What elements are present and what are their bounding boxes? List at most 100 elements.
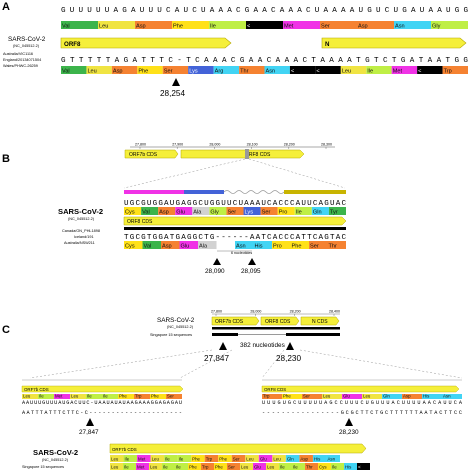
panel-c-ref-label: SARS-CoV-2 <box>157 317 195 324</box>
panel-c-zoom-left-aa-residue: Ser <box>167 393 174 398</box>
panel-c-zoom-right-aa-residue: Asn <box>443 393 451 398</box>
panel-a-ref-aa-residue: Ser <box>321 23 330 29</box>
panel-c-zoom-right-marker <box>345 418 353 426</box>
panel-a-var-aa-cell <box>61 66 87 74</box>
panel-a-var-aa-cell <box>315 66 341 74</box>
panel-c-zoom-left-marker <box>86 418 94 426</box>
panel-c-zoom-left-aa-residue: Trp <box>135 393 142 398</box>
panel-c-bottom-var-aa-cell <box>344 463 357 470</box>
panel-c-orf7b-arrow <box>211 316 260 326</box>
panel-b-coord-right: 28,095 <box>241 268 261 275</box>
panel-b-deletion-marker-left <box>213 258 221 265</box>
b-ticks-tick-label: 28,100 <box>247 143 258 147</box>
panel-c-zoom-right-aa-cell <box>302 394 322 399</box>
panel-c-bottom-ref-aa-residue: Trp <box>206 456 213 461</box>
panel-c-zoom-left-aa-cell <box>166 394 182 399</box>
panel-a-var-aa-cell <box>417 66 443 74</box>
panel-a-orf8-arrow <box>60 37 232 49</box>
panel-a-orf8-label: ORF8 <box>64 41 81 48</box>
panel-a-var-aa-cell <box>137 66 163 74</box>
panel-c-singapore-bar-right <box>286 333 340 336</box>
panel-a-ref-aa-cell <box>209 21 246 29</box>
panel-a-variant-label-2: England/20134071504 <box>3 58 41 62</box>
panel-c-bottom-ref-aa-cell <box>258 455 273 462</box>
panel-c-bottom-orf-label: ORF7b CDS <box>112 447 137 452</box>
panel-a-var-aa-residue: Lys <box>189 68 198 74</box>
panel-c-bottom-var-aa-cell <box>162 463 175 470</box>
panel-b-ref-aa-cell <box>243 207 261 215</box>
panel-c-bottom-var-aa-residue: His <box>345 464 352 469</box>
panel-b-ref-aa-cell <box>328 207 346 215</box>
panel-b-ref-aa-cell <box>294 207 312 215</box>
panel-c-singapore-label: Singapore 15 sequences <box>150 333 192 337</box>
panel-b-var-aa-residue: Ser <box>310 243 319 249</box>
panel-a-ref-label: SARS-CoV-2 <box>8 36 46 43</box>
c-ticks-tick-label: 28,400 <box>329 310 340 314</box>
panel-b-orf8-cds-bar <box>123 216 347 226</box>
panel-a-var-aa-cell <box>366 66 392 74</box>
panel-c-bottom-var-aa-cell <box>110 463 123 470</box>
panel-c-zoom-right-aa-cell <box>342 394 362 399</box>
panel-a-ref-aa-cell <box>283 21 320 29</box>
panel-b-ref-aa-residue: Tyr <box>330 209 338 215</box>
panel-c-bottom-ref-label: SARS-CoV-2 <box>33 448 78 457</box>
panel-b-ref-aa-residue: Asp <box>159 209 169 215</box>
panel-c-bottom-ref-aa-cell <box>164 455 178 462</box>
panel-c-n-arrow <box>300 316 340 326</box>
panel-a-variant-sequence: GTTTTTAGATTTC-TCAAACGAACAAACTAAAATGTCTGA… <box>61 57 468 65</box>
panel-b-var-aa-cell <box>272 241 291 249</box>
panel-c-bottom-ref-aa-cell <box>150 455 165 462</box>
panel-b-feature-olive <box>284 190 346 194</box>
panel-a-ref-aa-cell <box>98 21 135 29</box>
panel-b-orf8-arrow <box>180 149 305 159</box>
panel-b-ref-aa-residue: Pro <box>279 209 288 215</box>
panel-c-bottom-var-aa-cell <box>149 463 162 470</box>
panel-a-ref-accession: (NC_045512.2) <box>13 44 40 48</box>
panel-a-var-aa-residue: Leu <box>342 68 351 74</box>
panel-c-bottom-ref-aa-cell <box>218 455 232 462</box>
panel-b-ref-aa-cell <box>226 207 244 215</box>
panel-a-ref-aa-residue: Met <box>284 23 294 29</box>
panel-c-bottom-var-aa-cell <box>136 463 149 470</box>
panel-a-var-aa-residue: Trp <box>444 68 452 74</box>
panel-c-zoom-left-title: ORF7b CDS <box>24 387 49 392</box>
panel-c-bottom-ref-aa-residue: Leu <box>152 456 160 461</box>
panel-a-ref-aa-residue: < <box>247 23 250 29</box>
panel-a-ref-aa-residue: Leu <box>99 23 108 29</box>
panel-b-ref-aa-residue: Lys <box>245 209 254 215</box>
panel-b-var-aa-residue: Thr <box>329 243 338 249</box>
panel-b-var-aa-residue: His <box>255 243 263 249</box>
panel-c-bottom-var-aa-residue: Ile <box>332 464 337 469</box>
panel-c-bottom-var-aa-residue: Phe <box>189 464 197 469</box>
panel-b-coord-left: 28,090 <box>205 268 225 275</box>
panel-b-ref-aa-residue: Cys <box>125 209 135 215</box>
panel-a-var-aa-cell <box>111 66 138 74</box>
panel-c-coord-right: 28,230 <box>276 354 301 363</box>
panel-c-zoom-left-aa-cell <box>54 394 70 399</box>
panel-c-zoom-left-aa-residue: Ile <box>87 393 92 398</box>
panel-c-zoom-line-1 <box>29 349 213 379</box>
panel-c-bottom-var-aa-cell <box>227 463 240 470</box>
panel-c-zoom-left-var-seq: AATTTATTTCTTC-C--------------------- <box>22 410 182 416</box>
panel-c-zoom-left-aa-residue: Leu <box>23 393 31 398</box>
panel-c-zoom-left-aa-residue: Phe <box>119 393 127 398</box>
panel-c-bottom-ref-aa-cell <box>191 455 205 462</box>
panel-c-bottom-var-aa-cell <box>279 463 292 470</box>
panel-a-var-aa-cell <box>340 66 367 74</box>
panel-a-var-aa-residue: < <box>291 68 294 74</box>
panel-c-bottom-ref-aa-residue: His <box>314 456 321 461</box>
panel-b-feature-blue <box>184 190 224 194</box>
panel-c-deletion-marker-left <box>219 342 227 350</box>
panel-c-zoom-left-aa-cell <box>134 394 150 399</box>
panel-c-bottom-ref-aa-cell <box>177 455 192 462</box>
panel-c-bottom-ref-aa-residue: Met <box>138 456 146 461</box>
panel-a-letter: A <box>2 1 10 13</box>
panel-c-zoom-right-aa-cell <box>262 394 282 399</box>
panel-c-orf8-label: ORF8 CDS <box>265 319 291 325</box>
panel-c-zoom-left-aa-residue: Ile <box>103 393 108 398</box>
panel-b-variant-label-1: Canada/ON_PHL1898 <box>62 229 100 233</box>
panel-a-ref-aa-residue: Phe <box>173 23 183 29</box>
panel-a-ref-aa-cell <box>172 21 209 29</box>
